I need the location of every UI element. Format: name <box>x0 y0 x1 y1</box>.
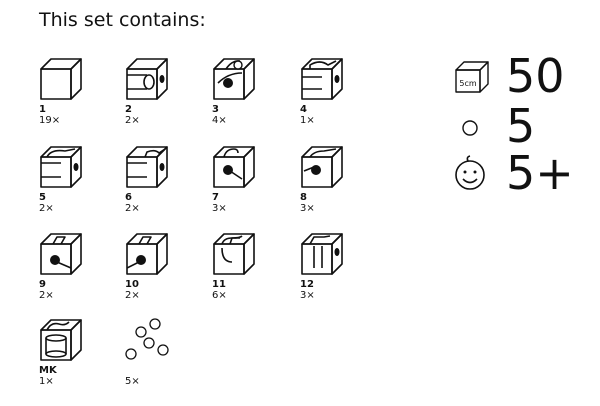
cube-drop-hole-icon <box>213 58 255 100</box>
piece-11: 11 6× <box>212 232 272 312</box>
cube-straight-tunnel-icon <box>126 58 168 100</box>
piece-number: 7 <box>212 192 219 203</box>
piece-3: 3 4× <box>212 57 272 137</box>
smiley-face-icon <box>452 153 492 193</box>
cube-count: 50 <box>506 49 565 103</box>
piece-1: 1 19× <box>39 57 99 137</box>
piece-number: MK <box>39 365 57 376</box>
piece-12: 12 3× <box>300 232 360 312</box>
marble-count: 5 <box>506 99 536 153</box>
piece-quantity: 4× <box>212 115 227 126</box>
stat-marbles: 5 <box>452 103 535 149</box>
piece-number: 1 <box>39 104 46 115</box>
cube-vertical-drop-icon <box>301 233 343 275</box>
piece-quantity: 3× <box>212 203 227 214</box>
piece-number: 3 <box>212 104 219 115</box>
piece-9: 9 2× <box>39 232 99 312</box>
page-title: This set contains: <box>39 9 206 31</box>
piece-4: 4 1× <box>300 57 360 137</box>
piece-number: 2 <box>125 104 132 115</box>
marbles-icon <box>125 318 169 360</box>
piece-number: 8 <box>300 192 307 203</box>
piece-quantity: 3× <box>300 290 315 301</box>
piece-number: 12 <box>300 279 314 290</box>
piece-quantity: 2× <box>39 290 54 301</box>
piece-5: 5 2× <box>39 145 99 225</box>
piece-number: 4 <box>300 104 307 115</box>
piece-quantity: 2× <box>125 290 140 301</box>
piece-number: 9 <box>39 279 46 290</box>
piece-quantity: 2× <box>125 115 140 126</box>
cube-tunnel-groove-left-icon <box>40 146 82 188</box>
stat-cubes: 5cm 50 <box>452 53 565 99</box>
piece-2: 2 2× <box>125 57 185 137</box>
piece-number: 6 <box>125 192 132 203</box>
piece-quantity: 3× <box>300 203 315 214</box>
piece-7: 7 3× <box>212 145 272 225</box>
piece-8: 8 3× <box>300 145 360 225</box>
piece-quantity: 6× <box>212 290 227 301</box>
piece-6: 6 2× <box>125 145 185 225</box>
marble-icon <box>452 106 492 146</box>
age-recommendation: 5+ <box>506 146 574 200</box>
cube-groove-ramp-right-icon <box>126 233 168 275</box>
cube-hole-curve-right-icon <box>301 146 343 188</box>
cube-plain-icon <box>40 58 82 100</box>
cube-size-label: 5cm <box>459 79 476 88</box>
cube-tunnel-groove-right-icon <box>126 146 168 188</box>
cube-marble-catcher-icon <box>40 319 82 361</box>
piece-quantity: 5× <box>125 376 140 387</box>
piece-number: 11 <box>212 279 226 290</box>
stat-age: 5+ <box>452 150 574 196</box>
piece-number: 5 <box>39 192 46 203</box>
piece-quantity: 2× <box>125 203 140 214</box>
cube-hole-curve-left-icon <box>213 146 255 188</box>
cube-curve-top-icon <box>301 58 343 100</box>
piece-quantity: 19× <box>39 115 61 126</box>
piece-quantity: 1× <box>300 115 315 126</box>
cube-cross-groove-icon <box>213 233 255 275</box>
piece-10: 10 2× <box>125 232 185 312</box>
piece-quantity: 1× <box>39 376 54 387</box>
piece-number: 10 <box>125 279 139 290</box>
piece-marbles: 5× <box>125 318 185 398</box>
piece-mk: MK 1× <box>39 318 99 398</box>
cube-groove-ramp-left-icon <box>40 233 82 275</box>
piece-quantity: 2× <box>39 203 54 214</box>
cube-size-icon: 5cm <box>452 56 492 96</box>
